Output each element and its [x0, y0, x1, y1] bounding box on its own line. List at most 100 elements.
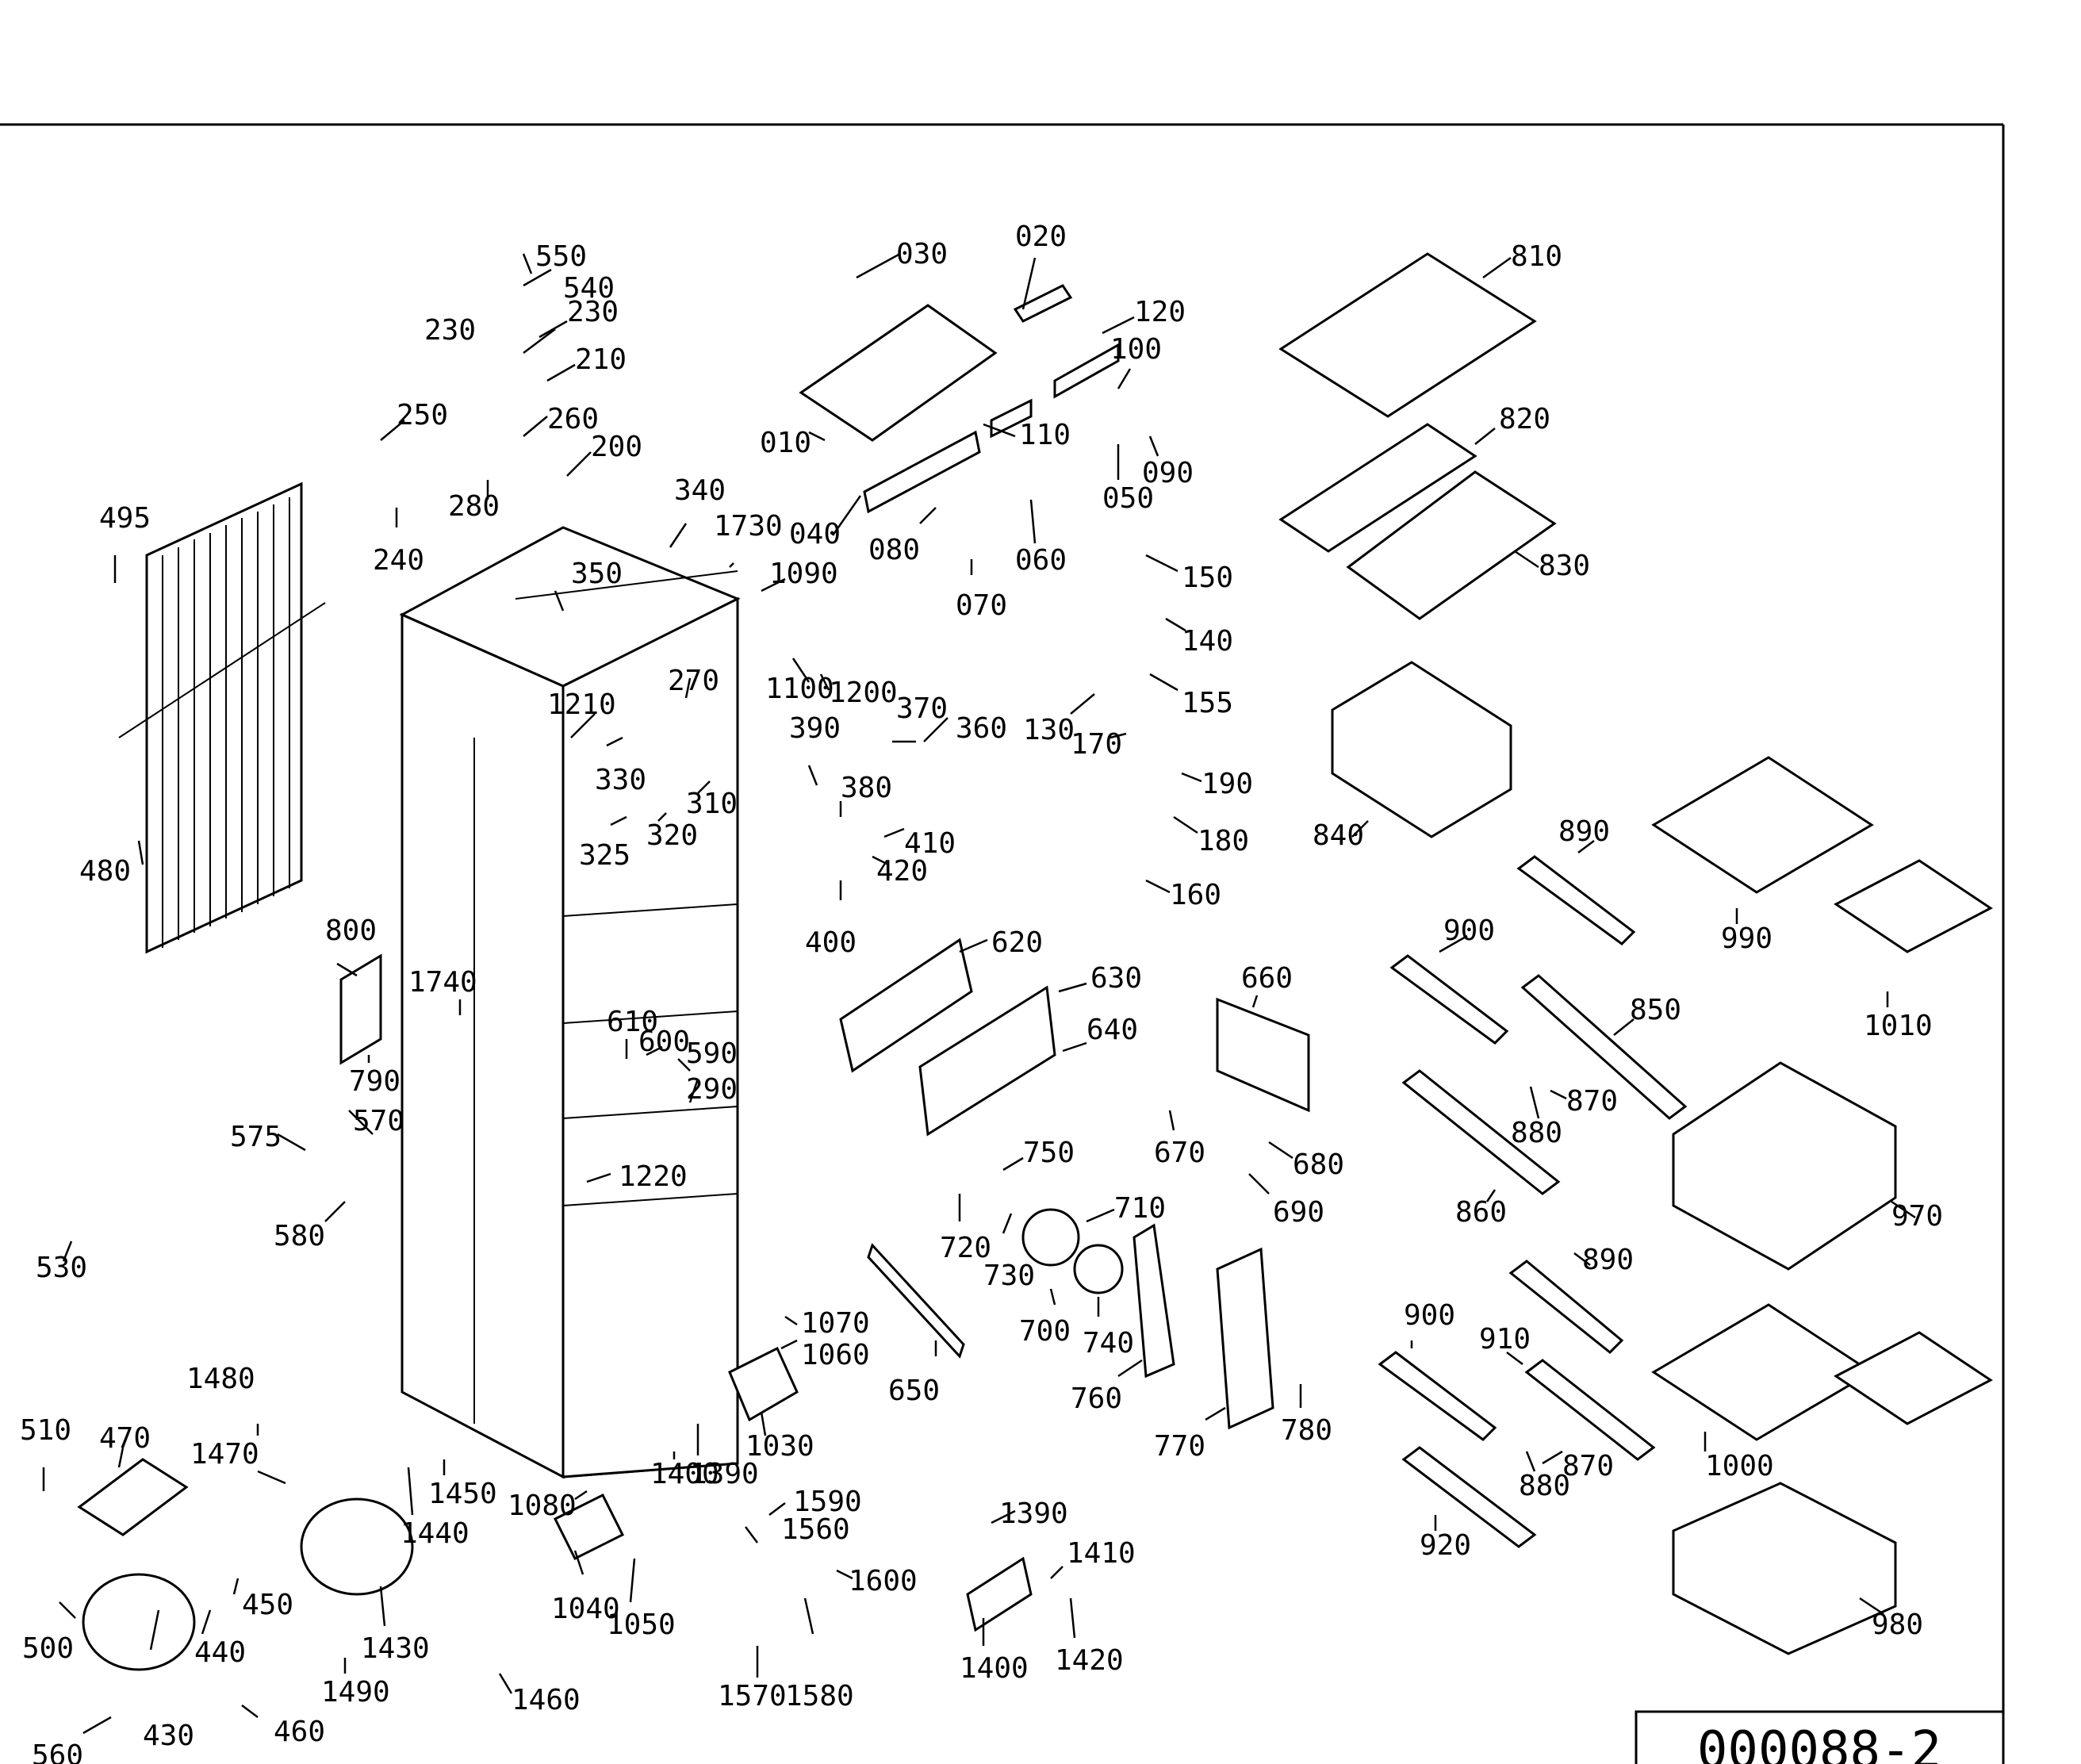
compressor-430	[82, 1573, 196, 1671]
part-label: 750	[1023, 1137, 1075, 1169]
part-label: 570	[353, 1105, 404, 1137]
part-label: 1000	[1705, 1450, 1774, 1482]
part-label: 290	[686, 1073, 738, 1106]
part-label: 620	[991, 926, 1043, 959]
part-label: 870	[1566, 1085, 1618, 1118]
part-label: 980	[1872, 1609, 1923, 1641]
part-label: 1730	[714, 510, 783, 543]
part-label: 1570	[718, 1680, 787, 1712]
part-label: 575	[230, 1121, 282, 1153]
hinge-1400	[966, 1556, 1033, 1632]
part-label: 390	[789, 712, 841, 745]
part-label: 1490	[321, 1676, 390, 1708]
rail-890-lower	[1508, 1260, 1624, 1355]
part-label: 100	[1110, 333, 1162, 366]
part-label: 560	[32, 1739, 83, 1764]
part-label: 210	[575, 343, 627, 376]
part-label: 1220	[619, 1160, 688, 1193]
part-label: 730	[983, 1260, 1035, 1292]
part-label: 1600	[849, 1565, 918, 1597]
part-label: 710	[1114, 1192, 1166, 1225]
condenser-coil	[118, 481, 326, 954]
part-label: 780	[1281, 1414, 1332, 1447]
part-label: 690	[1273, 1196, 1324, 1229]
part-label: 1470	[190, 1438, 259, 1471]
part-label: 680	[1293, 1149, 1344, 1181]
part-label: 800	[325, 915, 377, 947]
part-label: 050	[1102, 482, 1154, 515]
part-label: 1450	[428, 1478, 497, 1510]
part-label: 850	[1630, 994, 1681, 1026]
part-label: 480	[79, 855, 131, 888]
hinge-1030	[728, 1346, 799, 1422]
shelf-830	[1346, 470, 1557, 620]
crisper-840	[1331, 661, 1512, 838]
panel-650	[867, 1243, 965, 1359]
rail-900-lower	[1378, 1351, 1497, 1441]
part-label: 190	[1201, 768, 1253, 800]
grille-790	[339, 953, 382, 1065]
tray-1000	[1651, 1303, 1874, 1441]
part-label: 640	[1086, 1014, 1138, 1046]
part-label: 120	[1134, 296, 1186, 328]
part-label: 040	[789, 518, 841, 550]
part-label: 030	[896, 238, 948, 270]
control-panel-plate	[799, 304, 998, 442]
part-label: 630	[1090, 962, 1142, 995]
parts-artwork	[77, 252, 1993, 1671]
fan-blade-740	[1073, 1244, 1124, 1294]
tray-990	[1651, 756, 1874, 894]
part-label: 1390	[690, 1458, 759, 1490]
shelf-820	[1278, 423, 1477, 553]
part-label: 770	[1154, 1430, 1205, 1463]
title-block: 000088-2	[1635, 1710, 2005, 1764]
control-strip	[863, 430, 981, 514]
part-label: 1560	[781, 1513, 850, 1546]
part-label: 1210	[547, 688, 616, 721]
part-label: 880	[1511, 1117, 1562, 1149]
bracket-760	[1132, 1223, 1175, 1379]
part-label: 760	[1071, 1382, 1122, 1415]
part-label: 310	[686, 788, 738, 820]
part-label: 540	[563, 272, 615, 305]
part-label: 1460	[512, 1684, 581, 1716]
part-label: 660	[1241, 962, 1293, 995]
part-label: 1030	[745, 1430, 814, 1463]
part-label: 1430	[361, 1632, 430, 1665]
part-label: 1080	[508, 1490, 577, 1522]
part-label: 1390	[999, 1497, 1068, 1530]
part-label: 1400	[650, 1458, 719, 1490]
tray-1010	[1834, 859, 1993, 953]
part-label: 1420	[1055, 1644, 1124, 1677]
part-label: 970	[1891, 1200, 1943, 1233]
part-label: 010	[760, 427, 811, 459]
part-label: 610	[607, 1006, 658, 1038]
part-label: 070	[956, 589, 1007, 622]
part-label: 830	[1539, 550, 1590, 582]
part-label: 450	[242, 1589, 293, 1621]
part-label: 810	[1511, 240, 1562, 273]
part-label: 400	[805, 926, 857, 959]
part-label: 350	[571, 558, 623, 590]
part-label: 1010	[1864, 1010, 1933, 1042]
rail-920	[1401, 1446, 1537, 1548]
part-label: 1480	[186, 1363, 255, 1395]
part-label: 1060	[801, 1339, 870, 1371]
part-label: 700	[1019, 1315, 1071, 1348]
part-number-labels: 010 020 030 040 050 060 070 080 090 100 …	[20, 220, 1943, 1764]
part-label: 230	[424, 314, 476, 347]
part-label: 720	[940, 1232, 991, 1264]
part-label: 1040	[551, 1593, 620, 1625]
part-label: 840	[1313, 819, 1364, 852]
mount-470	[77, 1458, 189, 1536]
button-frame-110	[990, 398, 1033, 439]
part-label: 510	[20, 1414, 71, 1447]
part-label: 890	[1558, 815, 1610, 848]
part-label: 530	[36, 1252, 87, 1284]
part-label: 900	[1404, 1299, 1455, 1332]
panel-630	[918, 985, 1056, 1137]
part-label: 230	[567, 296, 619, 328]
tray-1010-lower	[1834, 1331, 1993, 1425]
hinge-1040	[553, 1493, 625, 1561]
